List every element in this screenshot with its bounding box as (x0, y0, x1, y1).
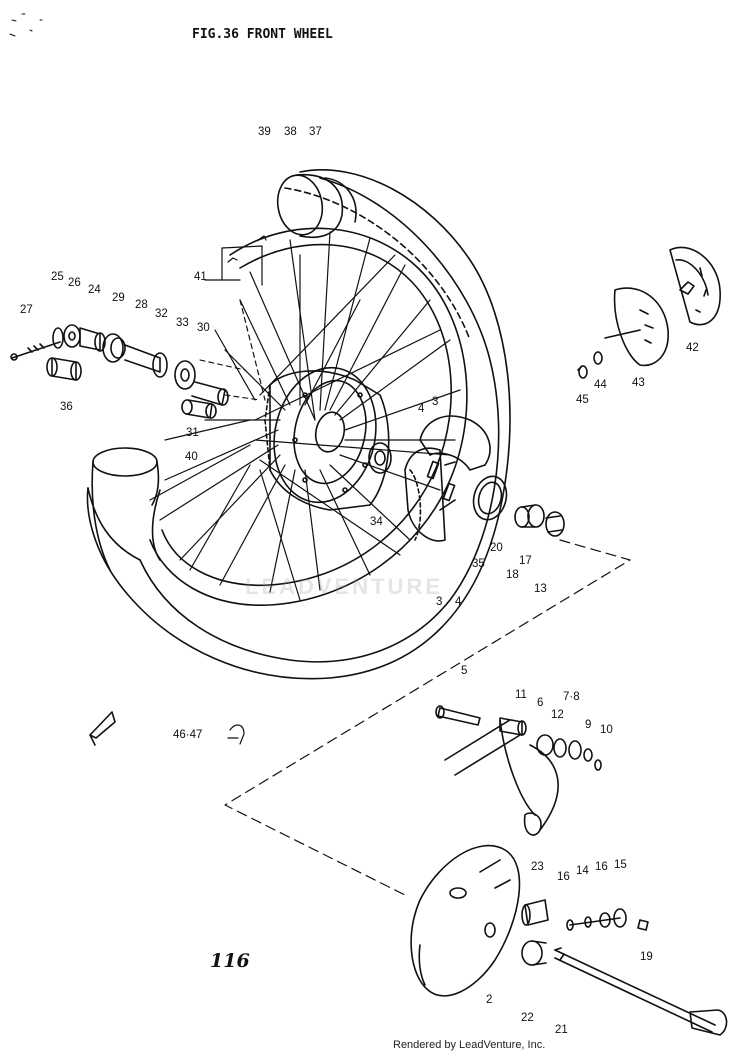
callout-16-left: 16 (557, 871, 570, 883)
hub (264, 366, 392, 511)
callout-27: 27 (20, 304, 33, 316)
parts-46-47 (227, 724, 245, 745)
callout-42: 42 (686, 342, 699, 354)
callout-39: 39 (258, 126, 271, 138)
callout-5: 5 (461, 665, 468, 677)
parts-9-10 (583, 748, 602, 771)
callout-32: 32 (155, 308, 168, 320)
page-number: 116 (210, 950, 250, 972)
callout-24: 24 (88, 284, 101, 296)
spokes (149, 231, 461, 601)
callout-3-bottom: 3 (436, 596, 443, 608)
bushing-30 (191, 381, 229, 406)
parts-32-33 (152, 352, 196, 390)
tire (86, 169, 511, 680)
hub-cover-42 (669, 246, 721, 326)
callout-36: 36 (60, 401, 73, 413)
adjuster-14-16 (566, 908, 627, 931)
callout-45: 45 (576, 394, 589, 406)
callout-6: 6 (537, 697, 544, 709)
callout-41: 41 (194, 271, 207, 283)
nut-13 (545, 511, 565, 537)
callout-7-8: 7·8 (563, 691, 580, 703)
callout-20: 20 (490, 542, 503, 554)
callout-35: 35 (472, 558, 485, 570)
callout-11: 11 (515, 689, 527, 701)
callout-38: 38 (284, 126, 297, 138)
washer-11 (499, 717, 527, 736)
callout-17: 17 (519, 555, 532, 567)
footer-credit: Rendered by LeadVenture, Inc. (393, 1039, 546, 1051)
callout-28: 28 (135, 299, 148, 311)
seal-35 (472, 475, 508, 521)
callout-30: 30 (197, 322, 210, 334)
spoke-nipples-41 (204, 235, 267, 401)
callout-18: 18 (506, 569, 519, 581)
callout-40: 40 (185, 451, 198, 463)
callout-29: 29 (112, 292, 125, 304)
cam-5 (435, 705, 481, 726)
callout-37: 37 (309, 126, 322, 138)
torque-rod-21 (554, 947, 728, 1036)
figure-title: FIG.36 FRONT WHEEL (192, 27, 333, 42)
bushing-36 (46, 357, 82, 381)
callout-4-bottom: 4 (455, 596, 462, 608)
clip-19 (637, 919, 649, 931)
scan-specks (9, 13, 43, 37)
rim (149, 227, 468, 606)
bushing-23 (521, 899, 549, 926)
collar-29 (102, 333, 126, 363)
callout-33: 33 (176, 317, 189, 329)
callout-23: 23 (531, 861, 544, 873)
dash-line-hub-left (199, 359, 261, 401)
callout-3-top: 3 (432, 396, 439, 408)
callout-4-top: 4 (418, 403, 425, 415)
brake-shoes (404, 415, 491, 542)
callout-22: 22 (521, 1012, 534, 1024)
parts-6-12 (536, 734, 582, 760)
dash-line-13 (224, 539, 631, 896)
bushing-22 (521, 940, 547, 966)
callout-31: 31 (186, 427, 199, 439)
callout-9: 9 (585, 719, 592, 731)
axle-bolt-27 (10, 341, 61, 361)
watermark: LEADVENTURE (245, 574, 444, 599)
callout-15: 15 (614, 859, 627, 871)
callout-14: 14 (576, 865, 589, 877)
callout-16-right: 16 (595, 861, 608, 873)
spacer-17-18 (514, 504, 545, 528)
callout-43: 43 (632, 377, 645, 389)
callout-12: 12 (551, 709, 564, 721)
callout-10: 10 (600, 724, 613, 736)
bushing-31 (181, 399, 217, 419)
spacer-28 (124, 344, 161, 373)
cam-lever (444, 719, 559, 836)
brake-panel (410, 844, 521, 997)
front-arrow (89, 711, 116, 746)
callout-21: 21 (555, 1024, 568, 1036)
callout-44: 44 (594, 379, 607, 391)
hub-cover-43 (604, 287, 669, 367)
callout-2: 2 (486, 994, 493, 1006)
bearing-25-26 (52, 324, 81, 349)
parts-44-45 (577, 351, 603, 379)
callout-34: 34 (370, 516, 383, 528)
callout-26: 26 (68, 277, 81, 289)
callout-46-47: 46·47 (173, 729, 203, 741)
spacer-24 (79, 327, 106, 352)
callout-13: 13 (534, 583, 547, 595)
callout-19: 19 (640, 951, 653, 963)
callout-25: 25 (51, 271, 64, 283)
